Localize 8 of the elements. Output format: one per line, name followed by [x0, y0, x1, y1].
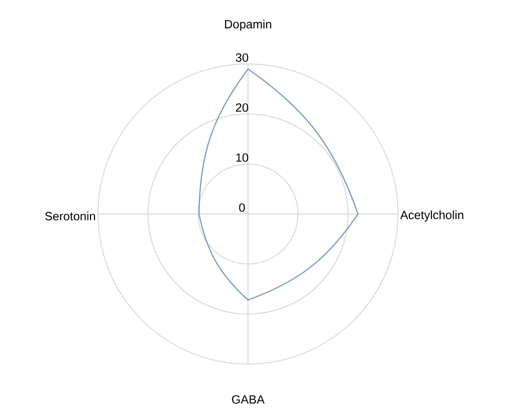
axis-label: GABA	[232, 395, 265, 404]
axis-label: Serotonin	[45, 212, 96, 220]
tick-label: 30	[236, 53, 248, 62]
axis-label: Dopamin	[225, 20, 272, 31]
tick-label: 10	[236, 153, 248, 162]
tick-label: 0	[239, 203, 245, 212]
axis-label: Acetylcholin	[400, 210, 464, 222]
tick-label: 20	[236, 103, 248, 112]
